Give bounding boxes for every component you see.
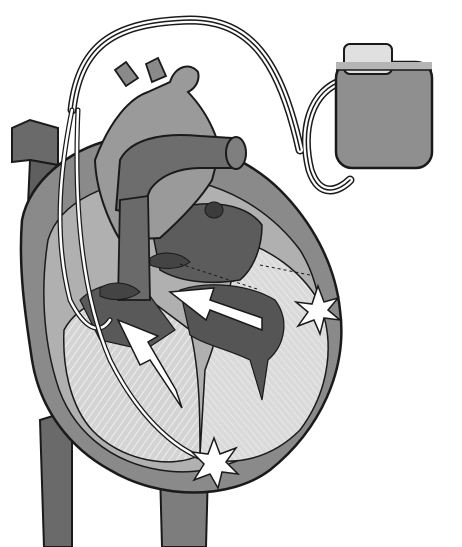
pacemaker-generator — [336, 44, 432, 168]
